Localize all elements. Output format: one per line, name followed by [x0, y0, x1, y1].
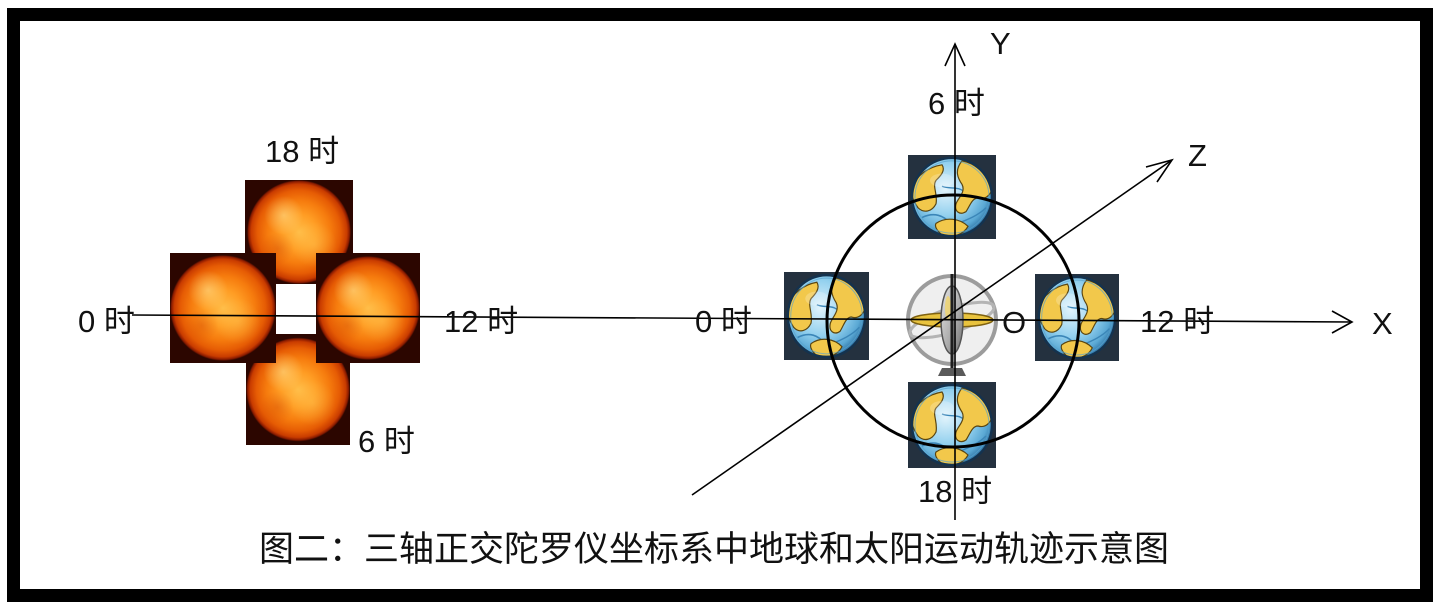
origin-label: O	[1002, 305, 1026, 341]
sun-label-6h: 6 时	[358, 424, 415, 460]
x-axis-label: X	[1372, 306, 1393, 342]
earth-label-0h: 0 时	[695, 304, 752, 340]
earth-label-6h: 6 时	[928, 86, 985, 122]
earth-image-0h	[784, 272, 869, 360]
gyroscope-base	[938, 368, 966, 376]
sun-image-12h	[316, 253, 420, 363]
sun-label-18h: 18 时	[265, 134, 339, 170]
earth-image-18h	[908, 382, 996, 468]
sun-image-0h	[170, 253, 276, 363]
earth-label-18h: 18 时	[918, 474, 992, 510]
earth-image-12h	[1035, 274, 1119, 361]
gyroscope-image	[902, 268, 1002, 380]
z-axis-label: Z	[1188, 138, 1207, 174]
earth-label-12h: 12 时	[1140, 304, 1214, 340]
sun-label-12h: 12 时	[444, 304, 518, 340]
earth-image-6h	[908, 155, 996, 239]
figure-caption: 图二：三轴正交陀罗仪坐标系中地球和太阳运动轨迹示意图	[0, 528, 1428, 572]
gyroscope-rotor-highlight	[945, 296, 951, 320]
sun-label-0h: 0 时	[78, 304, 135, 340]
y-axis-label: Y	[990, 26, 1011, 62]
